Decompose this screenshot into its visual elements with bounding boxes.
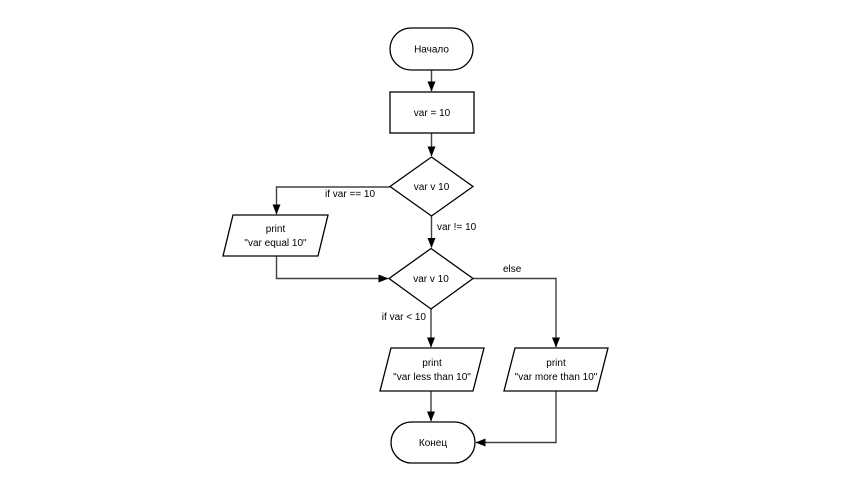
node-end-label: Конец — [419, 438, 447, 449]
node-assign: var = 10 — [389, 91, 475, 134]
node-print-equal-line2: "var equal 10" — [244, 238, 307, 249]
node-decision2-label: var v 10 — [413, 274, 449, 285]
node-decision2: var v 10 — [387, 247, 475, 310]
edge-label-if-less: if var < 10 — [382, 312, 427, 323]
node-decision1: var v 10 — [388, 156, 475, 217]
decision-diamond-shape — [388, 156, 475, 217]
node-print-less-line2: "var less than 10" — [393, 372, 471, 383]
edge-label-not-equal: var != 10 — [437, 222, 477, 233]
node-start-label: Начало — [414, 45, 449, 56]
node-decision1-label: var v 10 — [414, 182, 450, 193]
io-parallelogram-shape — [503, 347, 609, 392]
node-print-more: print "var more than 10" — [503, 347, 609, 392]
node-print-more-line2: "var more than 10" — [515, 372, 598, 383]
io-parallelogram-shape — [222, 214, 329, 257]
node-print-equal: print "var equal 10" — [222, 214, 329, 257]
node-print-equal-line1: print — [266, 224, 286, 235]
node-print-more-line1: print — [546, 358, 566, 369]
io-parallelogram-shape — [379, 347, 485, 392]
terminator-shape — [389, 27, 474, 71]
terminator-shape — [390, 421, 476, 464]
node-assign-label: var = 10 — [414, 108, 451, 119]
edge-decision2-to-print-more — [473, 277, 560, 348]
edge-decision1-to-print-equal — [272, 186, 390, 215]
edge-label-else: else — [503, 264, 522, 275]
node-print-less-line1: print — [422, 358, 442, 369]
edge-print-more-to-end — [475, 391, 557, 447]
node-print-less: print "var less than 10" — [379, 347, 485, 392]
process-shape — [389, 91, 475, 134]
decision-diamond-shape — [387, 247, 475, 310]
node-end: Конец — [390, 421, 476, 464]
edge-print-equal-to-decision2 — [275, 256, 389, 283]
node-start: Начало — [389, 27, 474, 71]
edges — [272, 70, 560, 447]
edge-label-if-equal: if var == 10 — [325, 189, 375, 200]
